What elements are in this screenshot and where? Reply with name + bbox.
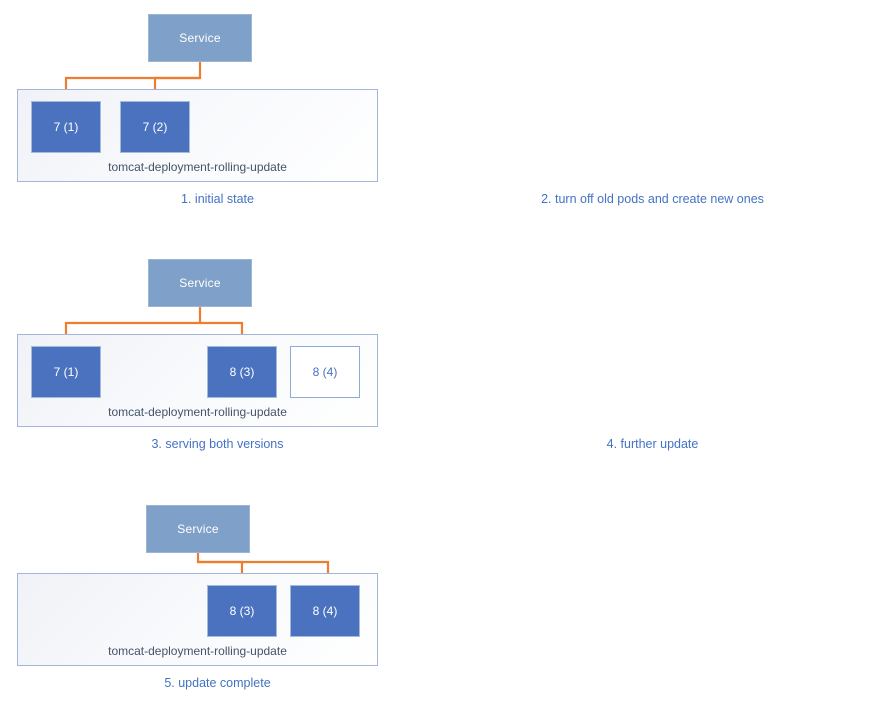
panel-serving-both-versions: Service tomcat-deployment-rolling-update…: [0, 245, 435, 475]
panel-caption: 3. serving both versions: [151, 437, 284, 451]
pod-label: 8 (3): [229, 604, 255, 618]
service-label: Service: [179, 276, 221, 290]
service-box[interactable]: Service: [146, 505, 250, 553]
panel-caption: 4. further update: [606, 437, 699, 451]
pod-label: 8 (3): [229, 365, 255, 379]
service-box[interactable]: Service: [148, 14, 252, 62]
panel-turn-off-old-pods: Service tomcat-deployment-rolling-update…: [435, 0, 870, 230]
panel-update-complete: Service tomcat-deployment-rolling-update…: [0, 490, 435, 720]
service-label: Service: [177, 522, 219, 536]
pod-label: 8 (4): [312, 365, 338, 379]
pod-label: 7 (1): [53, 120, 79, 134]
pod-7-1[interactable]: 7 (1): [31, 346, 101, 398]
service-label: Service: [179, 31, 221, 45]
panel-initial-state: Service tomcat-deployment-rolling-update…: [0, 0, 435, 230]
panel-caption: 2. turn off old pods and create new ones: [541, 192, 764, 206]
pod-label: 7 (1): [53, 365, 79, 379]
pod-7-2[interactable]: 7 (2): [120, 101, 190, 153]
deployment-name-label: tomcat-deployment-rolling-update: [108, 405, 287, 419]
pod-label: 7 (2): [142, 120, 168, 134]
panel-caption: 1. initial state: [181, 192, 254, 206]
panel-further-update: Service tomcat-deployment-rolling-update…: [435, 245, 870, 475]
pod-7-1[interactable]: 7 (1): [31, 101, 101, 153]
panel-caption: 5. update complete: [164, 676, 271, 690]
pod-8-4[interactable]: 8 (4): [290, 585, 360, 637]
pod-8-3[interactable]: 8 (3): [207, 346, 277, 398]
pod-8-4[interactable]: 8 (4): [290, 346, 360, 398]
pod-label: 8 (4): [312, 604, 338, 618]
pod-8-3[interactable]: 8 (3): [207, 585, 277, 637]
service-box[interactable]: Service: [148, 259, 252, 307]
deployment-name-label: tomcat-deployment-rolling-update: [108, 160, 287, 174]
deployment-name-label: tomcat-deployment-rolling-update: [108, 644, 287, 658]
